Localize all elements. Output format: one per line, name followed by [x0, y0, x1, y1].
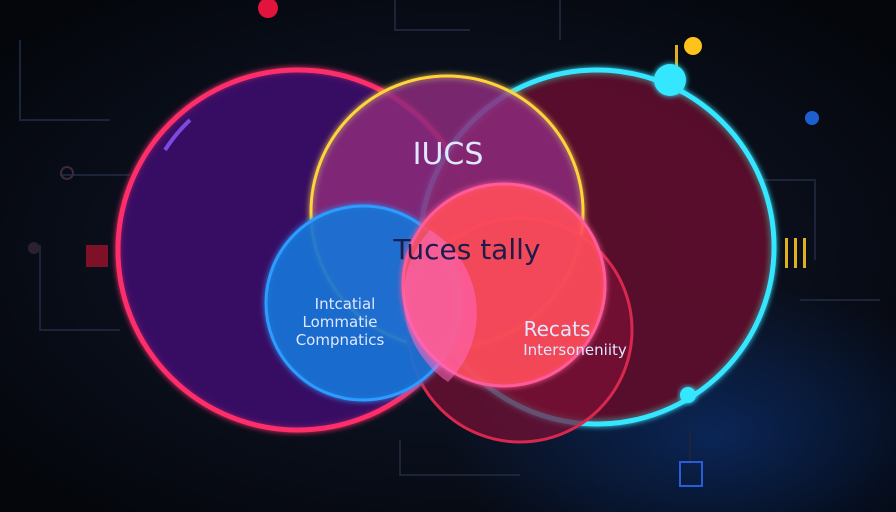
- label-right-line1: Recats: [524, 317, 591, 341]
- decor-dot: [28, 242, 40, 254]
- decor-bar: [803, 238, 806, 268]
- venn-handle-dot: [680, 387, 696, 403]
- venn-arc-accent: [163, 118, 192, 152]
- label-top: IUCS: [413, 137, 484, 172]
- decor-dot: [805, 111, 819, 125]
- decor-bar: [675, 45, 678, 85]
- venn-overlap-highlight: [403, 230, 477, 382]
- circuit-trace: [399, 440, 520, 476]
- label-left-line3: Compnatics: [296, 331, 385, 349]
- decor-bar: [794, 238, 797, 268]
- circuit-trace: [760, 179, 816, 260]
- decor-dot: [258, 0, 278, 18]
- circuit-trace: [19, 40, 110, 121]
- decor-square: [86, 245, 108, 267]
- decor-dot: [60, 166, 74, 180]
- circuit-trace: [39, 245, 120, 331]
- venn-handle-dot: [654, 64, 686, 96]
- decor-dot: [684, 37, 702, 55]
- decor-bar: [785, 238, 788, 268]
- label-left-line1: Intcatial: [315, 295, 376, 313]
- label-left-line2: Lommatie: [303, 313, 378, 331]
- label-right-line2: Intersoneniity: [523, 341, 627, 359]
- decor-square: [679, 461, 703, 487]
- circuit-trace: [394, 0, 470, 31]
- circuit-lines: [19, 0, 880, 476]
- label-center: Tuces tally: [393, 233, 541, 266]
